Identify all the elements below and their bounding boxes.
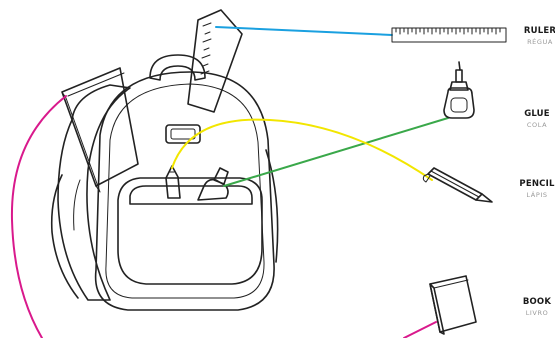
backpack (50, 9, 279, 311)
label-book-english: BOOK (523, 297, 552, 307)
backpack-book (61, 67, 139, 193)
label-pencil: PENCIL LÁPIS (519, 179, 555, 199)
label-book: BOOK LIVRO (523, 297, 552, 317)
ruler-icon (391, 27, 507, 43)
label-glue-portuguese: COLA (527, 121, 547, 129)
ruler-connector-line (215, 26, 393, 36)
label-book-portuguese: LIVRO (526, 309, 549, 317)
book-connector-line (10, 95, 437, 338)
label-ruler-english: RULER (524, 26, 555, 36)
backpack-ruler (187, 9, 243, 113)
backpack-pencil (165, 165, 181, 199)
glue-connector-line (223, 117, 449, 187)
backpack-glue (197, 167, 229, 201)
label-pencil-portuguese: LÁPIS (526, 190, 547, 199)
label-glue-english: GLUE (524, 109, 550, 119)
label-ruler-portuguese: RÉGUA (527, 37, 553, 46)
book-icon (429, 275, 477, 335)
label-ruler: RULER RÉGUA (524, 26, 555, 46)
glue-bottle-icon (443, 61, 475, 119)
pencil-connector-line (171, 118, 433, 181)
label-pencil-english: PENCIL (519, 179, 555, 189)
pencil-icon (422, 167, 493, 203)
label-glue: GLUE COLA (524, 109, 550, 129)
